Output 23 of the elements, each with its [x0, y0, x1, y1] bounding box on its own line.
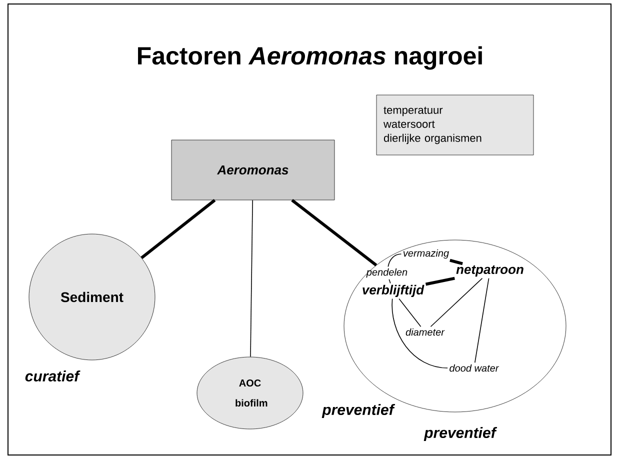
connector-line [392, 298, 448, 368]
connector-line [430, 278, 483, 328]
connector-line [250, 200, 253, 358]
connector-line [291, 199, 378, 266]
connector-line [425, 276, 455, 286]
factor-word: diameter [406, 328, 445, 336]
process-box: Aeromonas [171, 140, 335, 200]
connector-line [388, 254, 402, 268]
beside-label: preventief [322, 404, 396, 418]
connector-line [398, 298, 422, 328]
factor-word: pendelen [366, 268, 408, 278]
beside-label: preventief [424, 427, 498, 441]
connector-line [450, 258, 463, 266]
factor-word: dood water [450, 364, 500, 372]
beside-label: curatief [25, 370, 80, 382]
factor-word: netpatroon [456, 265, 524, 277]
factor-box: temperatuur watersoort dierlijke organismen [376, 94, 534, 156]
connector-line [474, 278, 490, 364]
title: Factoren Aeromonas nagroei [138, 46, 482, 70]
connector-line [388, 278, 391, 284]
factor-word: vermazing [404, 249, 449, 259]
factor-word: verblijftijd [362, 284, 424, 298]
connector-line [140, 199, 216, 260]
